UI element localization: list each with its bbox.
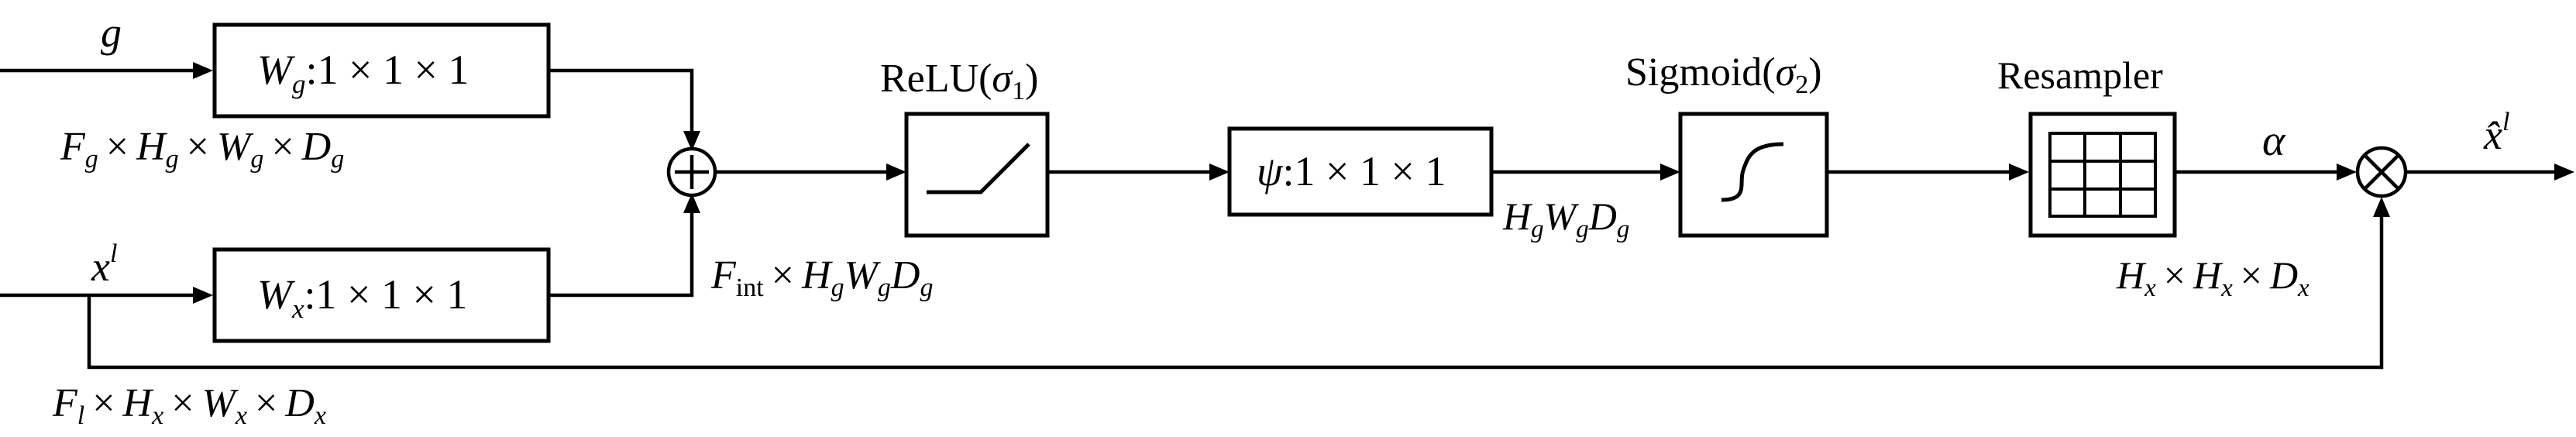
- resampler-grid-icon: [2048, 132, 2157, 218]
- product-node-icon: [2355, 146, 2408, 198]
- relu-curve-icon: [927, 143, 1030, 194]
- psi-shape-label: HgWgDg: [1502, 194, 1629, 243]
- x-input-label: xl: [91, 239, 117, 290]
- wg-block-label: Wg:1 × 1 × 1: [257, 46, 469, 99]
- relu-to-psi-arrowhead: [1209, 163, 1230, 181]
- g-shape-label: Fg×Hg×Wg×Dg: [60, 125, 344, 174]
- sigmoid-title: Sigmoid(σ2): [1625, 50, 1822, 99]
- resampler-shape-label: Hx×Hx×Dx: [2116, 253, 2309, 302]
- relu-block: [904, 112, 1050, 238]
- x-input-arrowhead: [193, 287, 213, 304]
- psi-block-label: ψ:1 × 1 × 1: [1257, 148, 1446, 194]
- wx-conv-block: [212, 247, 551, 343]
- connections: [0, 62, 2574, 370]
- wg-to-sum-wire: [550, 68, 694, 134]
- psi-conv-block: [1227, 126, 1494, 217]
- sigmoid-block: [1678, 112, 1829, 238]
- x-shape-label: Fl×Hx×Wx×Dx: [52, 381, 326, 430]
- sum-to-relu-arrowhead: [886, 163, 906, 181]
- relu-title: ReLU(σ1): [880, 57, 1038, 105]
- alpha-label: α: [2262, 117, 2286, 165]
- g-input-label: g: [101, 9, 122, 56]
- skip-connection-wire: [87, 214, 2384, 370]
- wg-to-sum-arrowhead: [683, 131, 700, 151]
- wg-conv-block: [212, 22, 551, 119]
- sigmoid-curve-icon: [1721, 142, 1784, 202]
- sum-node-icon: [666, 146, 717, 198]
- sum-shape-label: Fint×HgWgDg: [710, 253, 933, 302]
- wx-block-label: Wx:1 × 1 × 1: [257, 271, 467, 324]
- resampler-title: Resampler: [1997, 53, 2163, 97]
- psi-to-sigmoid-arrowhead: [1660, 163, 1680, 181]
- output-arrowhead: [2554, 163, 2574, 181]
- sigmoid-to-resampler-arrowhead: [2009, 163, 2029, 181]
- resampler-to-product-arrowhead: [2337, 163, 2357, 181]
- wx-to-sum-arrowhead: [683, 193, 700, 213]
- output-label: x̂l: [2483, 108, 2509, 158]
- g-input-arrowhead: [193, 62, 213, 79]
- wx-to-sum-wire: [550, 210, 694, 298]
- skip-connection-arrowhead: [2373, 197, 2390, 217]
